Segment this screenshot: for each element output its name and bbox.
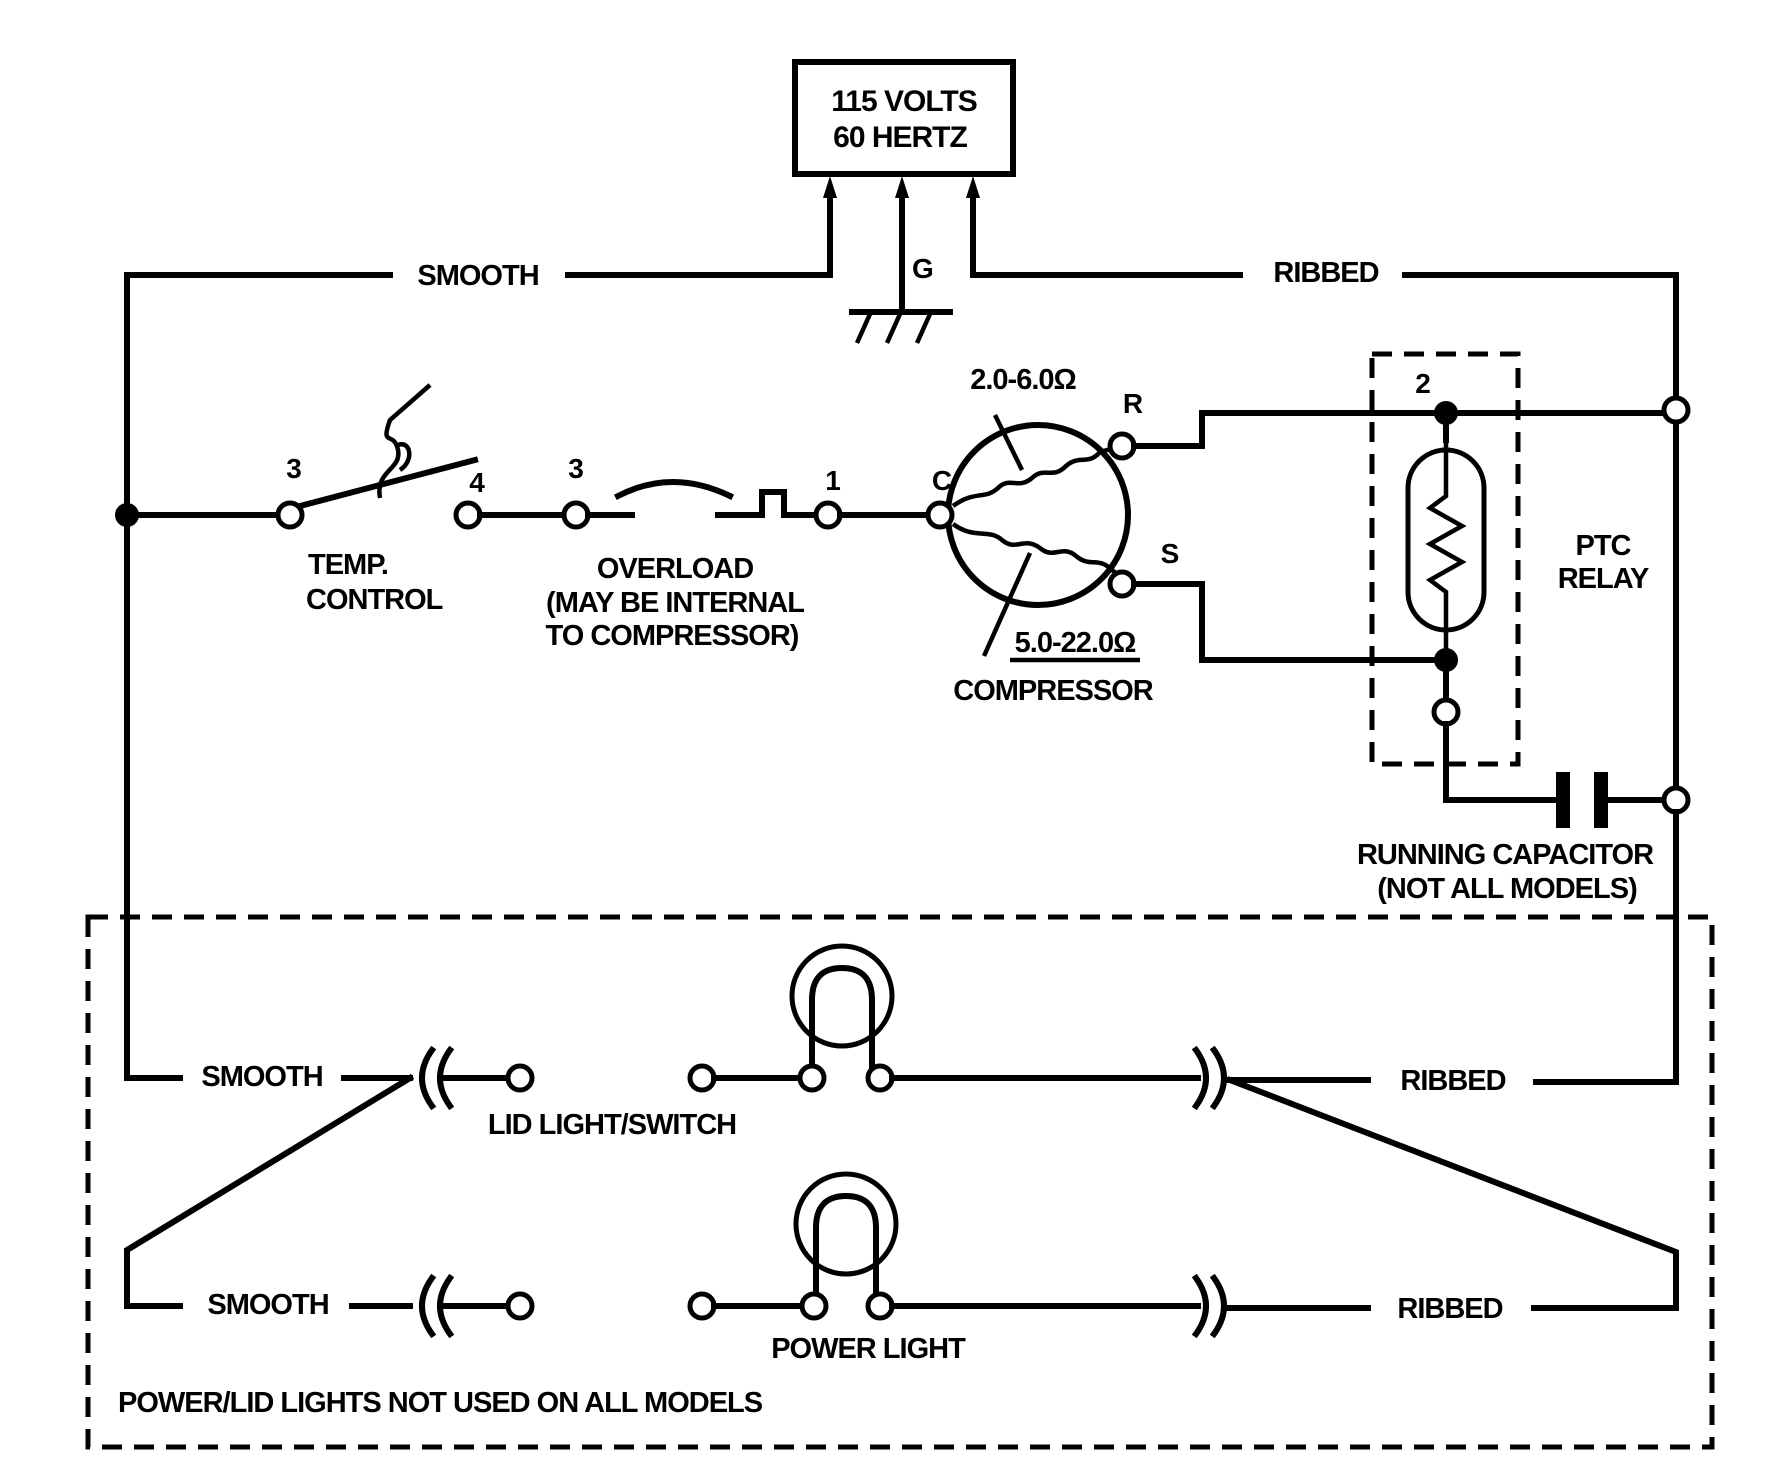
compressor-term-r-label: R <box>1123 388 1143 419</box>
capacitor-label-1: RUNNING CAPACITOR <box>1357 839 1654 871</box>
connector-left-icon <box>419 1045 437 1111</box>
main-line <box>115 503 281 1081</box>
wire-label-ribbed-lid: RIBBED <box>1400 1065 1505 1097</box>
power-supply-box: 115 VOLTS 60 HERTZ <box>792 59 1016 177</box>
right-terminal-top <box>1661 395 1691 425</box>
optional-lights-note: POWER/LID LIGHTS NOT USED ON ALL MODELS <box>118 1387 763 1419</box>
capacitor-label-2: (NOT ALL MODELS) <box>1377 873 1637 905</box>
start-winding <box>951 522 1124 580</box>
lid-switch-terminal-left <box>505 1063 535 1093</box>
arrow-up-icon <box>966 176 980 198</box>
connector-right-icon <box>1191 1045 1209 1111</box>
supply-voltage-label: 115 VOLTS <box>831 85 977 118</box>
lid-lamp-terminal-left <box>797 1063 827 1093</box>
overload: 3 1 OVERLOAD (MAY BE INTERNAL TO COMPRES… <box>546 453 931 652</box>
compressor-terminal-r <box>1107 431 1137 461</box>
compressor-term-s-label: S <box>1161 538 1180 569</box>
temp-control-term-left-label: 3 <box>286 453 302 484</box>
arrow-up-icon <box>823 176 837 198</box>
ptc-relay-terminal <box>1431 697 1461 727</box>
wire-label-smooth-power: SMOOTH <box>207 1289 328 1321</box>
ptc-relay: 2 PTC RELAY <box>1369 351 1650 803</box>
power-lamp-terminal-right <box>865 1291 895 1321</box>
overload-label-2: (MAY BE INTERNAL <box>546 587 804 619</box>
power-switch-terminal-left <box>505 1291 535 1321</box>
overload-label-3: TO COMPRESSOR) <box>546 620 799 652</box>
ptc-relay-enclosure <box>1369 351 1521 767</box>
temp-control-label-1: TEMP. <box>308 549 388 581</box>
capacitor-plate <box>1556 772 1570 828</box>
running-capacitor: RUNNING CAPACITOR (NOT ALL MODELS) <box>1357 772 1667 905</box>
wire-label-smooth-lid: SMOOTH <box>201 1061 322 1093</box>
capacitor-plate <box>1594 772 1608 828</box>
thermostat-bulb-icon <box>377 383 432 499</box>
connector-right-icon <box>1191 1273 1209 1339</box>
wire-label-ribbed-power: RIBBED <box>1397 1293 1502 1325</box>
overload-term-right-label: 1 <box>825 465 841 496</box>
compressor-label: COMPRESSOR <box>953 675 1154 707</box>
compressor-terminal-s <box>1107 569 1137 599</box>
temp-control-term-right-label: 4 <box>469 467 485 498</box>
temp-control-terminal-4 <box>453 500 483 530</box>
overload-term-left-label: 3 <box>568 453 584 484</box>
overload-terminal-3 <box>561 500 591 530</box>
right-terminal-bottom <box>1661 785 1691 815</box>
power-light-links <box>124 1073 1679 1311</box>
overload-contact <box>613 479 735 501</box>
power-switch-terminal-right <box>687 1291 717 1321</box>
lid-lamp-icon <box>789 943 895 1049</box>
power-lamp-terminal-left <box>799 1291 829 1321</box>
start-resistance-label: 5.0-22.0Ω <box>1015 627 1136 659</box>
temp-control-label-2: CONTROL <box>306 584 443 616</box>
supply-leads <box>823 176 980 313</box>
ground-symbol: G <box>849 253 953 344</box>
supply-frequency-label: 60 HERTZ <box>833 121 967 154</box>
arrow-up-icon <box>895 176 909 198</box>
temp-control: 3 4 TEMP. CONTROL <box>275 383 565 616</box>
wire-label-smooth-top: SMOOTH <box>417 260 538 292</box>
optional-lights-enclosure <box>85 914 1715 1450</box>
top-feed-wires: SMOOTH RIBBED <box>124 257 1679 518</box>
lid-light-label: LID LIGHT/SWITCH <box>488 1109 736 1141</box>
compressor-term-c-label: C <box>932 465 952 496</box>
right-bus <box>1617 395 1691 1085</box>
ptc-relay-label-1: PTC <box>1576 530 1632 562</box>
ptc-relay-term-num: 2 <box>1415 368 1431 399</box>
wire-label-ribbed-top: RIBBED <box>1273 257 1378 289</box>
lid-switch-terminal-right <box>687 1063 717 1093</box>
run-winding <box>951 443 1123 508</box>
power-light-row: SMOOTH RIBBED POWER LIGHT <box>207 1171 1623 1365</box>
overload-label-1: OVERLOAD <box>597 553 753 585</box>
compressor-terminal-c <box>925 500 955 530</box>
power-lamp-icon <box>793 1171 899 1277</box>
connector-left-icon <box>419 1273 437 1339</box>
power-light-label: POWER LIGHT <box>771 1333 966 1365</box>
compressor: C R S 2.0-6.0Ω 5.0-22.0Ω COMPRESSOR <box>925 364 1180 707</box>
lid-light-row: SMOOTH RIBBED LID LIGHT/SWITCH <box>177 943 1623 1141</box>
run-resistance-label: 2.0-6.0Ω <box>970 364 1076 396</box>
lid-lamp-terminal-right <box>865 1063 895 1093</box>
ground-label: G <box>912 253 934 284</box>
ptc-relay-label-2: RELAY <box>1558 563 1649 595</box>
overload-terminal-1 <box>813 500 843 530</box>
temp-control-terminal-3 <box>275 500 305 530</box>
